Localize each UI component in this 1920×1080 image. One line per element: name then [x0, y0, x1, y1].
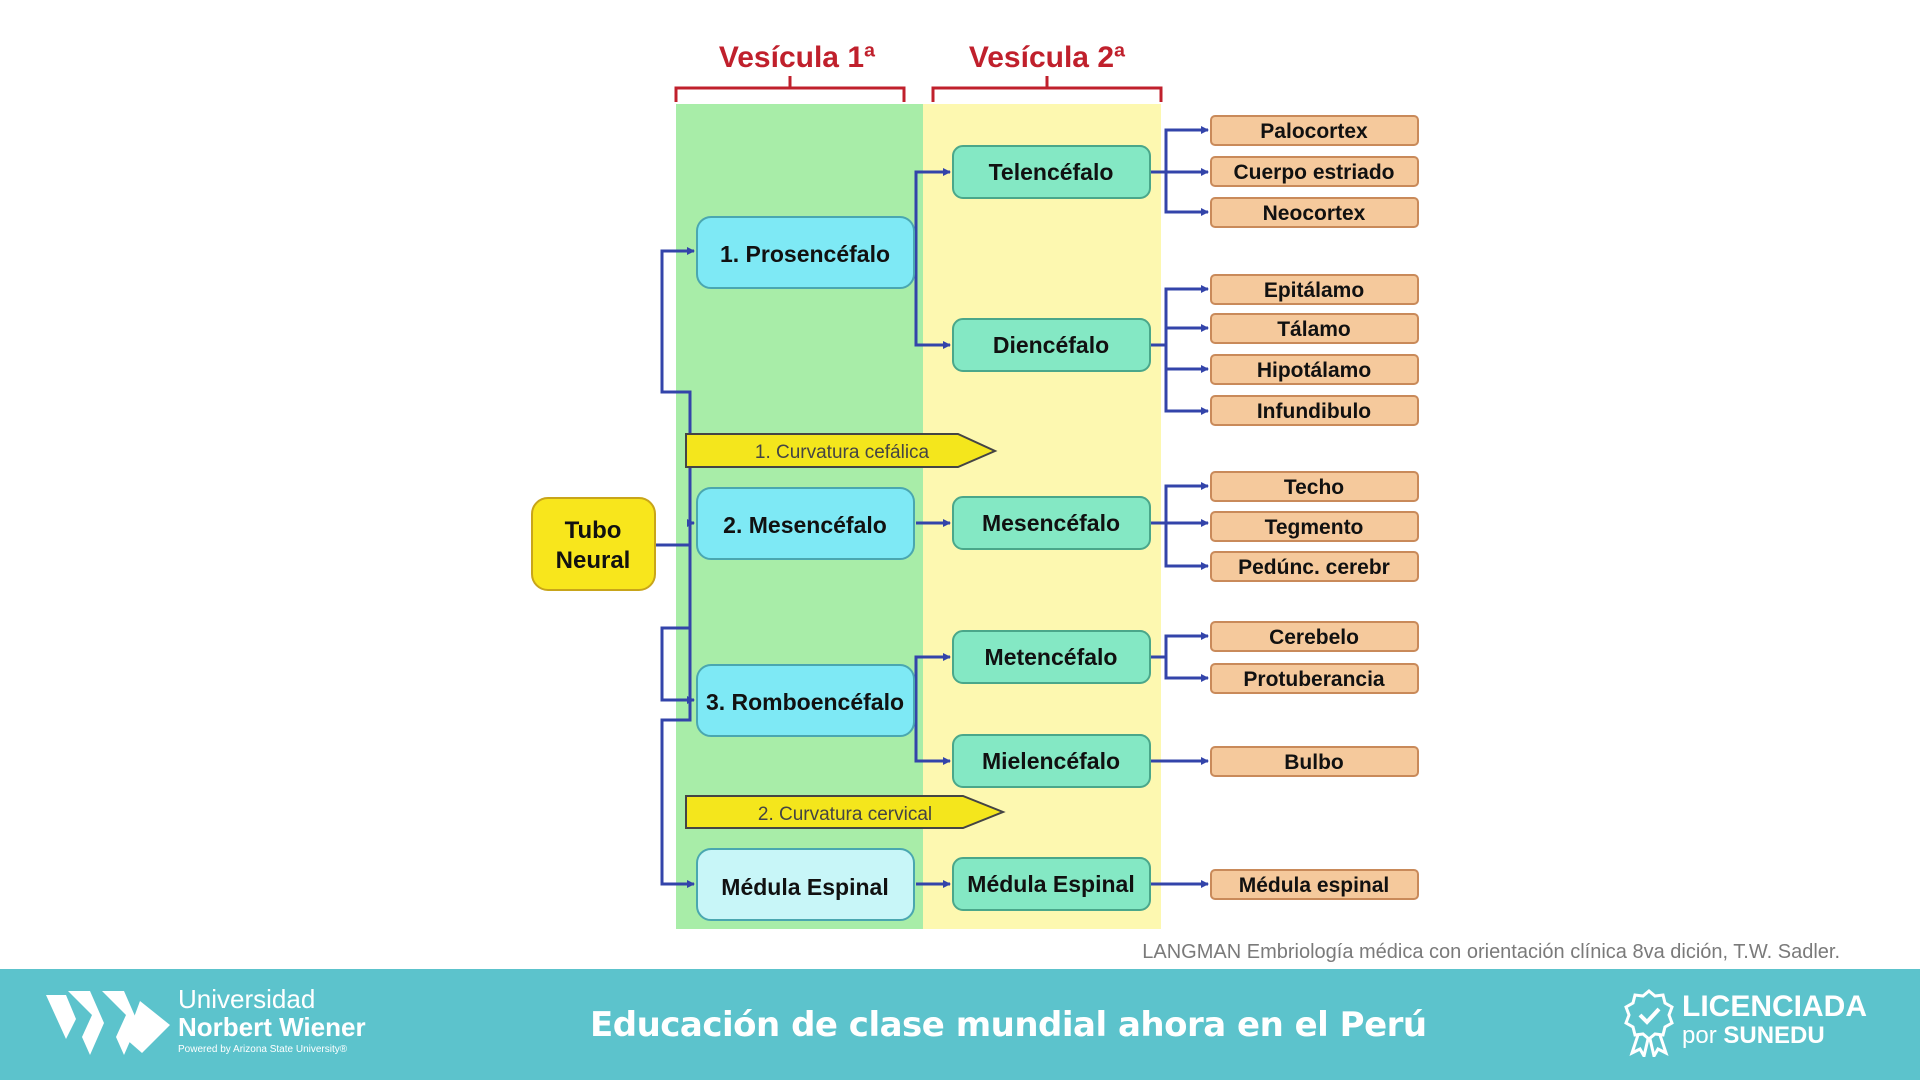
footer-tagline: Educación de clase mundial ahora en el P… [590, 1005, 1427, 1045]
epitalamo-label: Epitálamo [1264, 279, 1364, 302]
node-mielencefalo: Mielencéfalo [952, 734, 1151, 788]
medula-secondary-label: Médula Espinal [967, 871, 1134, 897]
neocortex-label: Neocortex [1263, 202, 1366, 225]
node-protuberancia: Protuberancia [1210, 663, 1419, 694]
brain-development-diagram: Vesícula 1ª Vesícula 2ª [531, 41, 1419, 929]
node-romboencefalo: 3. Romboencéfalo [696, 664, 915, 737]
license-line2-prefix: por [1682, 1022, 1724, 1049]
tegmento-label: Tegmento [1265, 516, 1364, 539]
license-line1: LICENCIADA [1682, 990, 1867, 1023]
tubo-neural-line1: Tubo [565, 517, 622, 544]
mesencefalo-primary-label: 2. Mesencéfalo [723, 512, 887, 538]
node-diencefalo: Diencéfalo [952, 318, 1151, 372]
university-line1: Universidad [178, 984, 316, 1014]
node-hipotalamo: Hipotálamo [1210, 354, 1419, 385]
university-line2: Norbert Wiener [178, 1012, 366, 1042]
palocortex-label: Palocortex [1260, 120, 1368, 143]
medula-primary-label: Médula Espinal [721, 874, 888, 900]
romboencefalo-label: 3. Romboencéfalo [706, 689, 904, 715]
node-prosencefalo: 1. Prosencéfalo [696, 216, 915, 289]
node-techo: Techo [1210, 471, 1419, 502]
node-palocortex: Palocortex [1210, 115, 1419, 146]
university-line3: Powered by Arizona State University® [178, 1044, 348, 1055]
node-pedunc: Pedúnc. cerebr [1210, 551, 1419, 582]
license-badge-icon [1624, 989, 1674, 1057]
node-talamo: Tálamo [1210, 313, 1419, 344]
mesencefalo-secondary-label: Mesencéfalo [982, 510, 1120, 536]
talamo-label: Tálamo [1277, 318, 1351, 341]
protuberancia-label: Protuberancia [1243, 668, 1385, 691]
node-tegmento: Tegmento [1210, 511, 1419, 542]
node-cuerpo-estriado: Cuerpo estriado [1210, 156, 1419, 187]
node-medula-espinal-derivative: Médula espinal [1210, 869, 1419, 900]
node-tubo-neural: Tubo Neural [531, 497, 656, 591]
derivatives: Palocortex Cuerpo estriado Neocortex Epi… [1210, 115, 1419, 900]
telencefalo-label: Telencéfalo [989, 159, 1114, 185]
tubo-neural-line2: Neural [556, 547, 631, 574]
curvature-cefalica: 1. Curvatura cefálica [685, 433, 998, 468]
mielencefalo-label: Mielencéfalo [982, 748, 1120, 774]
node-neocortex: Neocortex [1210, 197, 1419, 228]
diencefalo-label: Diencéfalo [993, 332, 1109, 358]
bracket-vesicula1 [674, 76, 906, 102]
infundibulo-label: Infundibulo [1257, 400, 1371, 423]
node-epitalamo: Epitálamo [1210, 274, 1419, 305]
university-logo-icon [46, 991, 170, 1055]
cerebelo-label: Cerebelo [1269, 626, 1359, 649]
license-line2-bold: SUNEDU [1723, 1022, 1825, 1049]
prosencefalo-label: 1. Prosencéfalo [720, 241, 890, 267]
node-mesencefalo-primary: 2. Mesencéfalo [696, 487, 915, 560]
node-metencefalo: Metencéfalo [952, 630, 1151, 684]
techo-label: Techo [1284, 476, 1344, 499]
metencefalo-label: Metencéfalo [985, 644, 1118, 670]
node-medula-primary: Médula Espinal [696, 848, 915, 921]
connectors [655, 126, 1209, 888]
header-vesicula2: Vesícula 2ª [969, 41, 1126, 74]
pedunc-label: Pedúnc. cerebr [1238, 556, 1390, 579]
node-telencefalo: Telencéfalo [952, 145, 1151, 199]
university-name: Universidad Norbert Wiener Powered by Ar… [178, 985, 366, 1057]
curvature-cervical: 2. Curvatura cervical [685, 795, 1006, 829]
curvature-cefalica-label: 1. Curvatura cefálica [755, 442, 930, 463]
medula-espinal-derivative-label: Médula espinal [1239, 874, 1390, 897]
citation: LANGMAN Embriología médica con orientaci… [1142, 941, 1840, 963]
node-bulbo: Bulbo [1210, 746, 1419, 777]
cuerpo-estriado-label: Cuerpo estriado [1233, 161, 1394, 184]
footer-banner: Universidad Norbert Wiener Powered by Ar… [0, 969, 1920, 1080]
node-medula-secondary: Médula Espinal [952, 857, 1151, 911]
hipotalamo-label: Hipotálamo [1257, 359, 1371, 382]
node-mesencefalo-secondary: Mesencéfalo [952, 496, 1151, 550]
license-text: LICENCIADA por SUNEDU [1682, 991, 1867, 1049]
curvature-cervical-label: 2. Curvatura cervical [758, 804, 932, 825]
license-line2: por SUNEDU [1682, 1023, 1867, 1049]
header-vesicula1: Vesícula 1ª [719, 41, 876, 74]
bulbo-label: Bulbo [1284, 751, 1343, 774]
node-cerebelo: Cerebelo [1210, 621, 1419, 652]
bracket-vesicula2 [931, 76, 1163, 102]
node-infundibulo: Infundibulo [1210, 395, 1419, 426]
